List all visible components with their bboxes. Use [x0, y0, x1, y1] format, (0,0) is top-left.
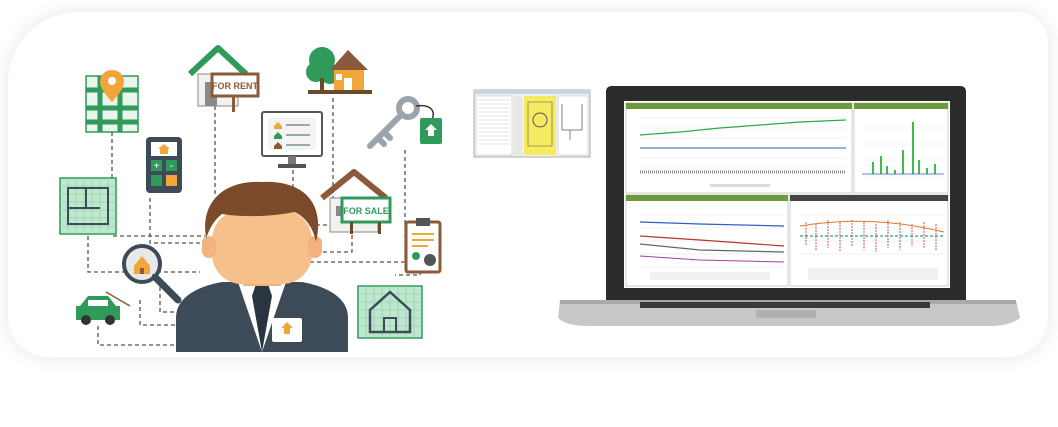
for-sale-house-icon: FOR SALE: [320, 169, 392, 234]
for-sale-sign-text: FOR SALE: [343, 206, 389, 216]
clipboard-icon: [404, 218, 442, 274]
dashboard-panel-bottom-left: [625, 194, 789, 287]
agent-avatar: [176, 181, 348, 352]
listing-monitor-icon: [261, 111, 323, 168]
magnifier-house-icon: [122, 244, 182, 304]
for-rent-sign-text: FOR RENT: [212, 81, 259, 91]
car-icon: [76, 291, 131, 325]
for-rent-house-icon: FOR RENT: [187, 45, 260, 112]
house-plan-icon: [357, 285, 423, 339]
dashboard-panel-top-left: [625, 102, 853, 194]
blueprint-icon: [59, 177, 117, 235]
calculator-icon: + -: [146, 137, 182, 193]
dashboard-panel-top-right: [853, 102, 949, 194]
key-tag-icon: [367, 96, 442, 149]
dashboard-panel-bottom-right: [789, 194, 949, 287]
dashboard: [625, 102, 949, 287]
svg-text:+: +: [154, 161, 160, 172]
svg-text:-: -: [170, 161, 173, 172]
trees-house-icon: [306, 47, 372, 94]
map-pin-icon: [85, 70, 139, 133]
app-window-thumbnail: [473, 89, 591, 158]
